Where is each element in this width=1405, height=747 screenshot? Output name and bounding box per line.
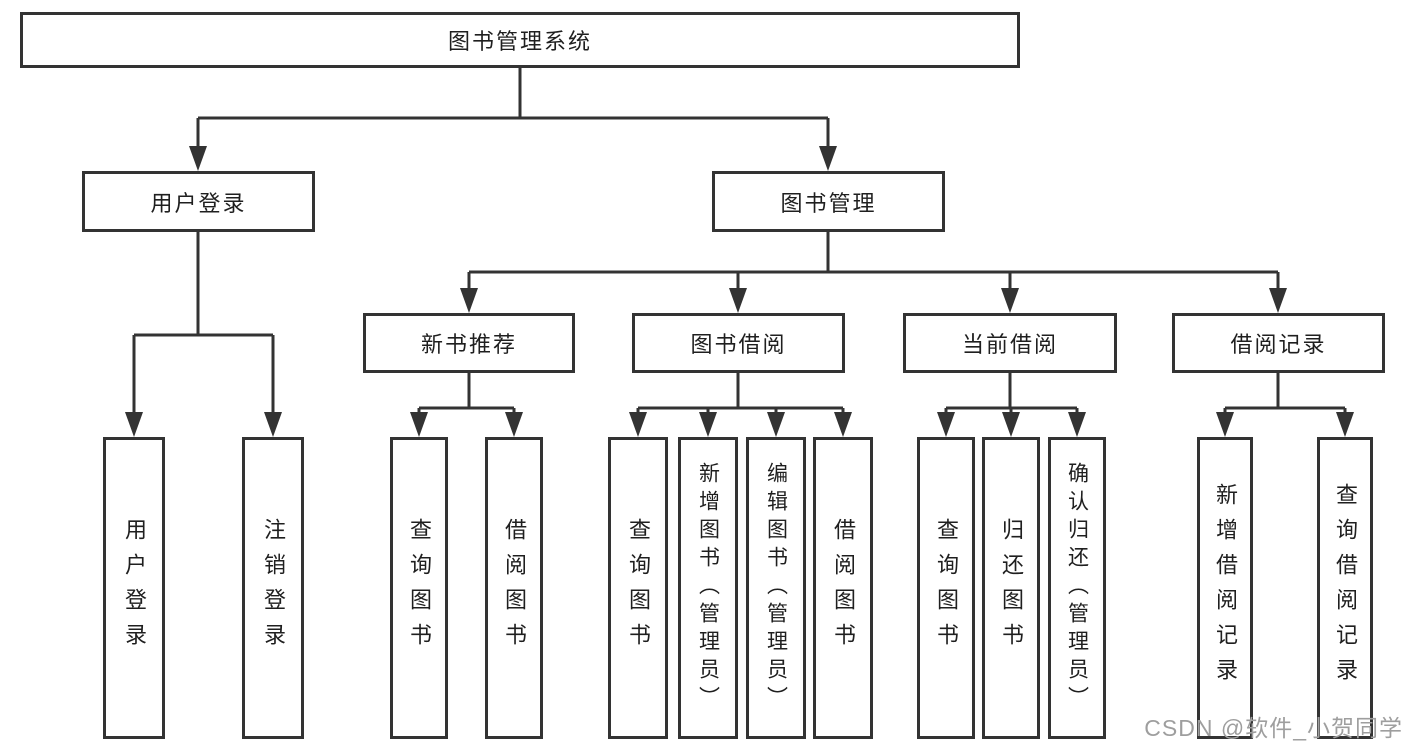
node-label: 借阅图书 [831,518,856,658]
node-user-login-branch: 用户登录 [82,171,315,232]
arrowhead-icon [1002,412,1020,437]
node-new-book-recommend: 新书推荐 [363,313,575,373]
arrowhead-icon [410,412,428,437]
leaf-edit-books-admin: 编辑图书（管理员） [746,437,806,739]
node-label: 借阅记录 [1230,332,1327,357]
arrowhead-icon [834,412,852,437]
connector-book-borrow-to-leaves [629,373,852,437]
arrowhead-icon [264,412,282,437]
arrowhead-icon [767,412,785,437]
arrowhead-icon [460,288,478,313]
node-label: 用户登录 [122,518,147,658]
leaf-borrow-books-borrowing: 借阅图书 [813,437,873,739]
leaf-borrow-books-newbook: 借阅图书 [485,437,543,739]
arrowhead-icon [699,412,717,437]
leaf-logout: 注销登录 [242,437,304,739]
node-label: 图书管理 [780,190,877,216]
arrowhead-icon [629,412,647,437]
arrowhead-icon [1001,288,1019,313]
leaf-query-borrow-record: 查询借阅记录 [1317,437,1373,739]
arrowhead-icon [1216,412,1234,437]
connector-current-borrow-to-leaves [937,373,1086,437]
arrowhead-icon [1068,412,1086,437]
leaf-confirm-return-admin: 确认归还（管理员） [1048,437,1106,739]
node-label: 用户登录 [150,190,247,216]
connector-borrow-record-to-leaves [1216,373,1354,437]
node-label: 查询图书 [934,518,959,658]
leaf-query-books-borrowing: 查询图书 [608,437,668,739]
node-label: 新增图书（管理员） [696,462,720,714]
leaf-add-books-admin: 新增图书（管理员） [678,437,738,739]
node-borrowing-records: 借阅记录 [1172,313,1385,373]
node-book-management-branch: 图书管理 [712,171,945,232]
connector-new-book-to-leaves [410,373,523,437]
arrowhead-icon [937,412,955,437]
node-label: 查询借阅记录 [1333,483,1358,693]
arrowhead-icon [1336,412,1354,437]
node-label: 查询图书 [407,518,432,658]
leaf-add-borrow-record: 新增借阅记录 [1197,437,1253,739]
node-label: 图书借阅 [690,332,787,357]
node-label: 新书推荐 [420,332,517,357]
watermark: CSDN @软件_小贺同学 [1144,715,1403,741]
node-library-management-system: 图书管理系统 [20,12,1020,68]
leaf-query-books-current: 查询图书 [917,437,975,739]
node-current-borrowing: 当前借阅 [903,313,1117,373]
node-label: 归还图书 [999,518,1024,658]
node-label: 查询图书 [626,518,651,658]
node-label: 当前借阅 [961,332,1058,357]
arrowhead-icon [189,146,207,171]
node-label: 图书管理系统 [447,29,592,54]
node-label: 借阅图书 [502,518,527,658]
node-label: 确认归还（管理员） [1065,462,1089,714]
arrowhead-icon [729,288,747,313]
node-label: 编辑图书（管理员） [764,462,788,714]
arrowhead-icon [819,146,837,171]
leaf-return-books: 归还图书 [982,437,1040,739]
arrowhead-icon [1269,288,1287,313]
connector-user-login-to-leaves [125,232,282,437]
leaf-user-login: 用户登录 [103,437,165,739]
node-label: 新增借阅记录 [1213,483,1238,693]
node-book-borrowing: 图书借阅 [632,313,845,373]
arrowhead-icon [505,412,523,437]
connector-book-management-to-level3 [460,232,1287,313]
arrowhead-icon [125,412,143,437]
node-label: 注销登录 [261,518,286,658]
connector-root-to-level2 [189,68,837,171]
leaf-query-books-newbook: 查询图书 [390,437,448,739]
